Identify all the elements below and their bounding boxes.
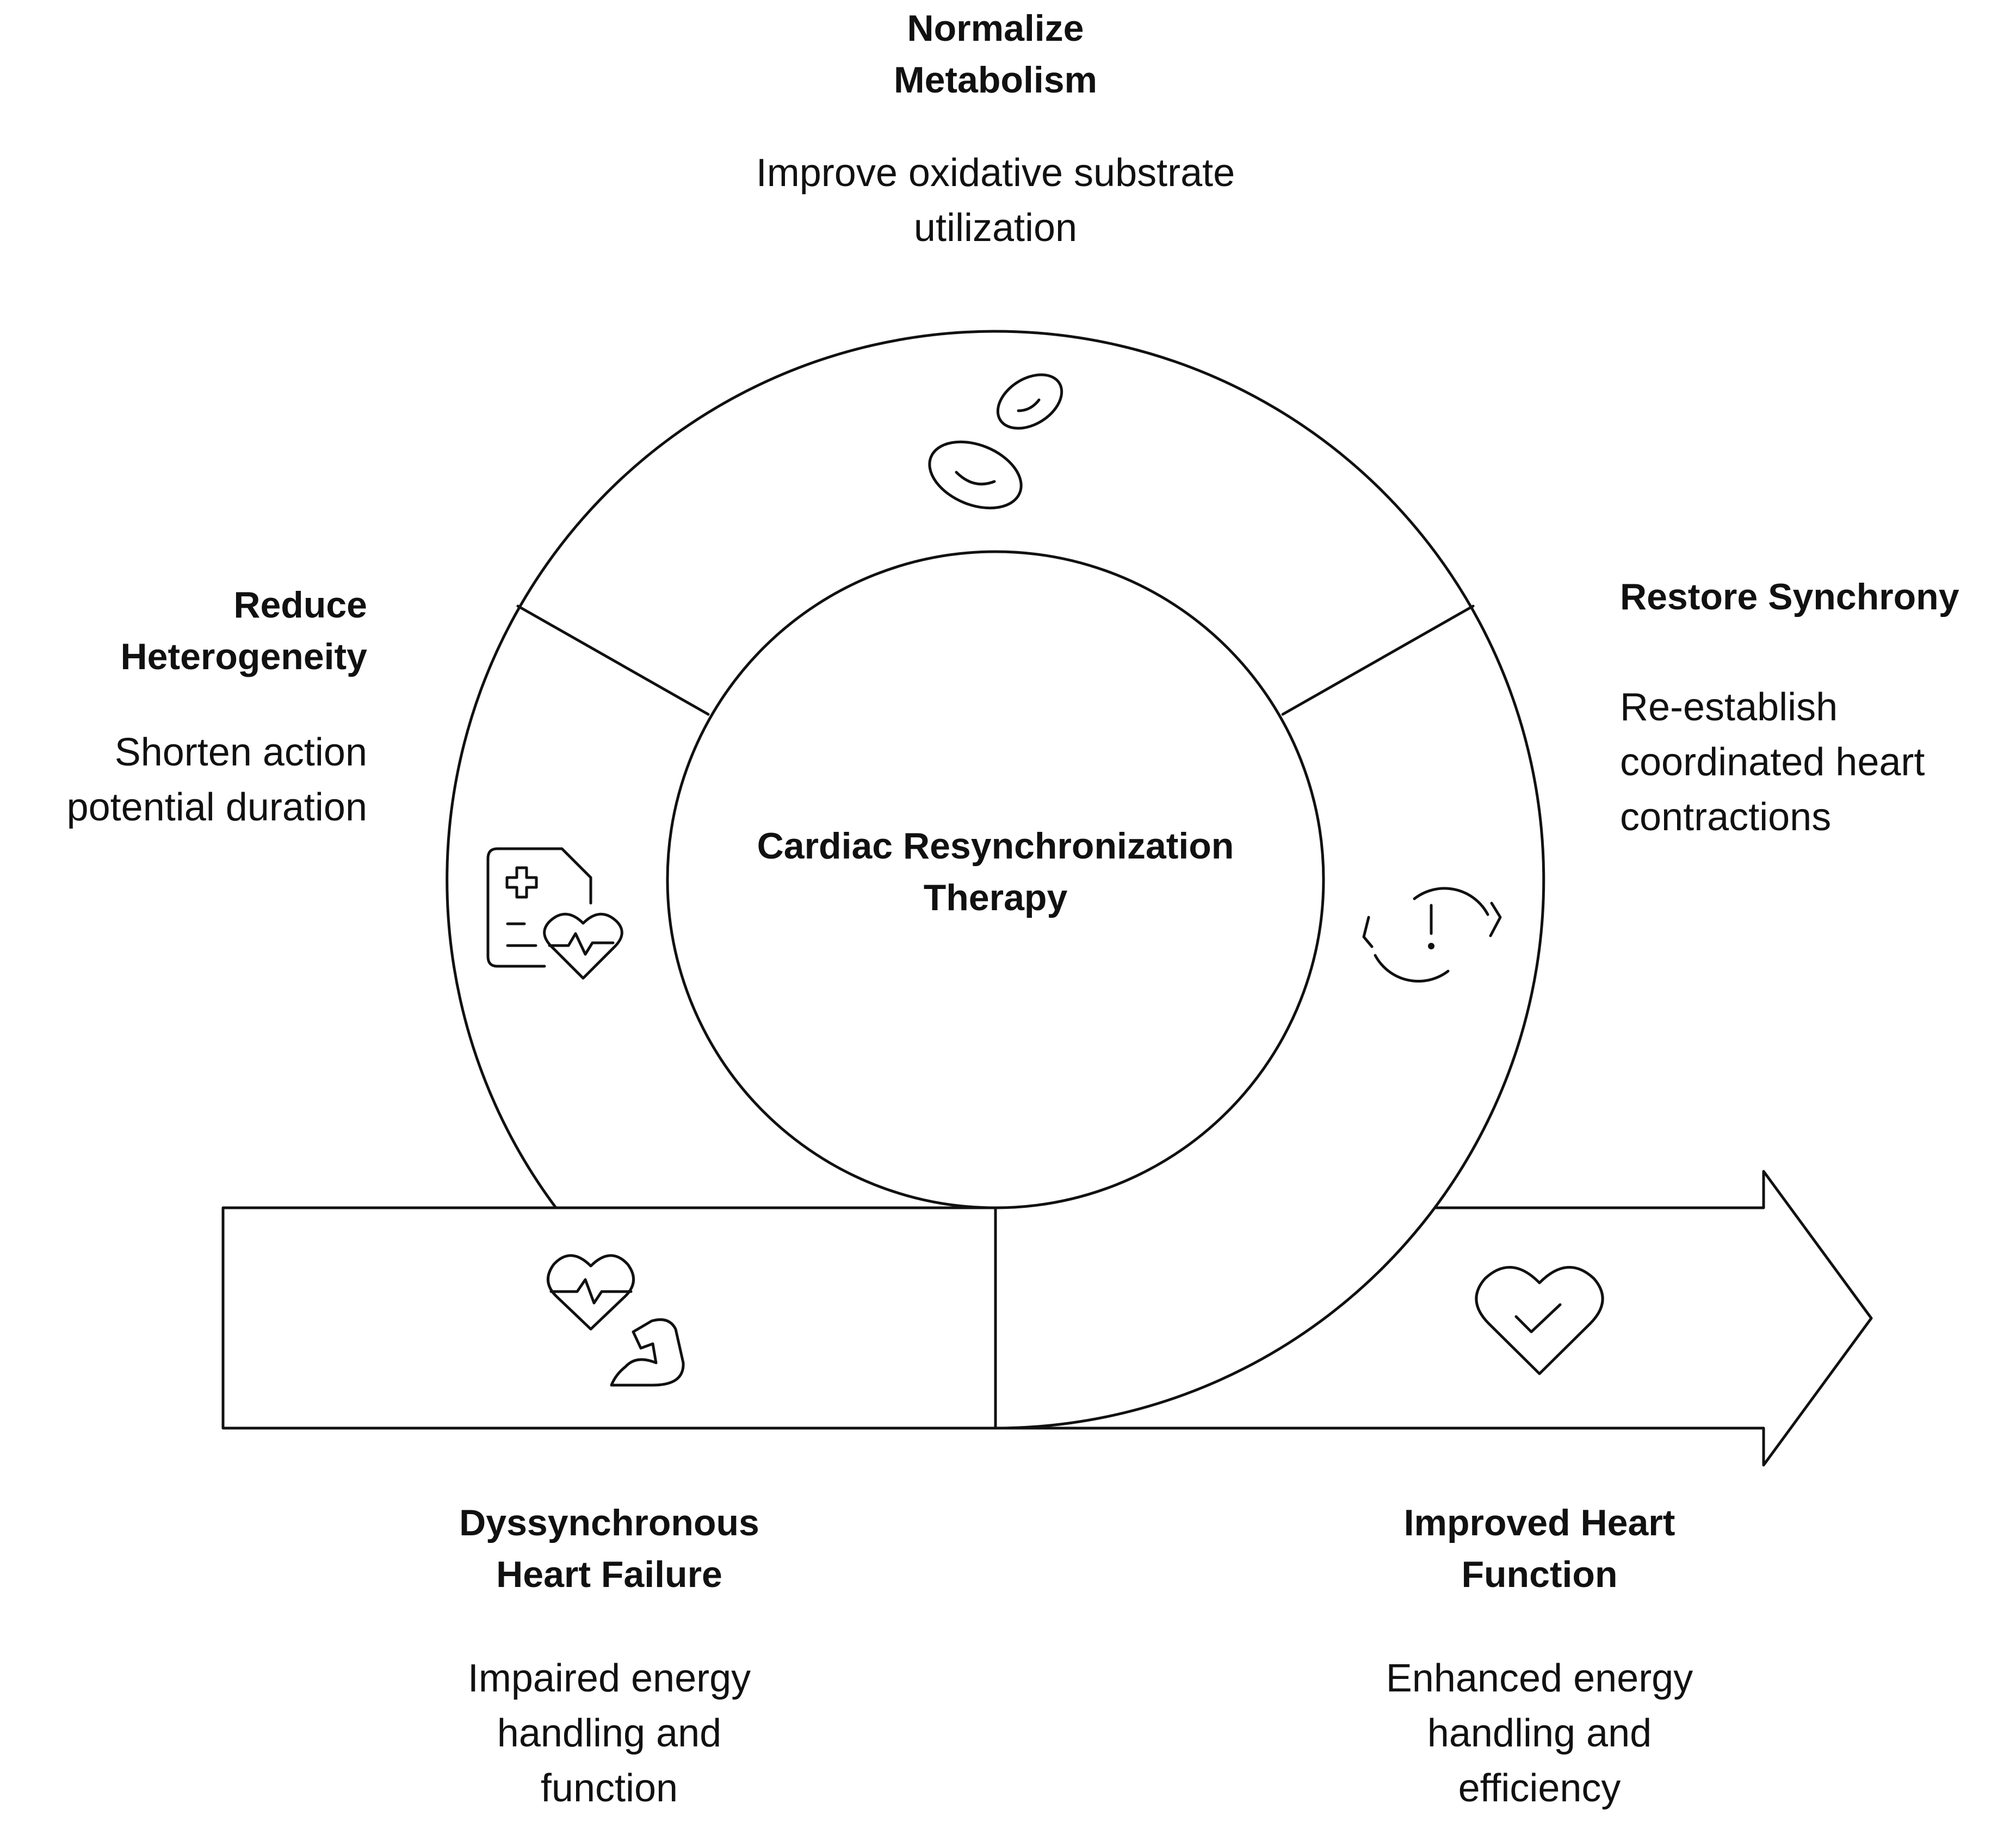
heart-pulse-muscle-icon <box>546 1254 685 1387</box>
sync-alert-icon <box>1362 887 1502 983</box>
restore-synchrony-title: Restore Synchrony <box>1620 576 1959 617</box>
normalize-metabolism-title: Normalize Metabolism <box>893 8 1098 101</box>
dyssynchronous-heart-failure-description: Impaired energy handling and function <box>467 1657 751 1810</box>
center-label: Cardiac Resynchronization Therapy <box>757 825 1234 919</box>
outer-ring <box>446 330 1545 1430</box>
ring-divider-left <box>516 604 710 716</box>
improvement-arrow <box>994 1170 1873 1467</box>
red-blood-cells-icon <box>928 373 1063 510</box>
medical-report-heart-icon <box>486 847 623 980</box>
dyssynchronous-heart-failure-title: Dyssynchronous Heart Failure <box>459 1502 759 1596</box>
reduce-heterogeneity-title: Reduce Heterogeneity <box>120 584 367 678</box>
reduce-heterogeneity-description: Shorten action potential duration <box>66 731 367 829</box>
ring-divider-right <box>1281 604 1475 716</box>
normalize-metabolism-description: Improve oxidative substrate utilization <box>756 151 1235 250</box>
heart-check-icon <box>1475 1266 1604 1375</box>
restore-synchrony-description: Re-establish coordinated heart contracti… <box>1620 685 1925 839</box>
improved-heart-function-title: Improved Heart Function <box>1403 1502 1675 1596</box>
failure-box <box>221 1206 997 1430</box>
improved-heart-function-description: Enhanced energy handling and efficiency <box>1386 1657 1693 1810</box>
